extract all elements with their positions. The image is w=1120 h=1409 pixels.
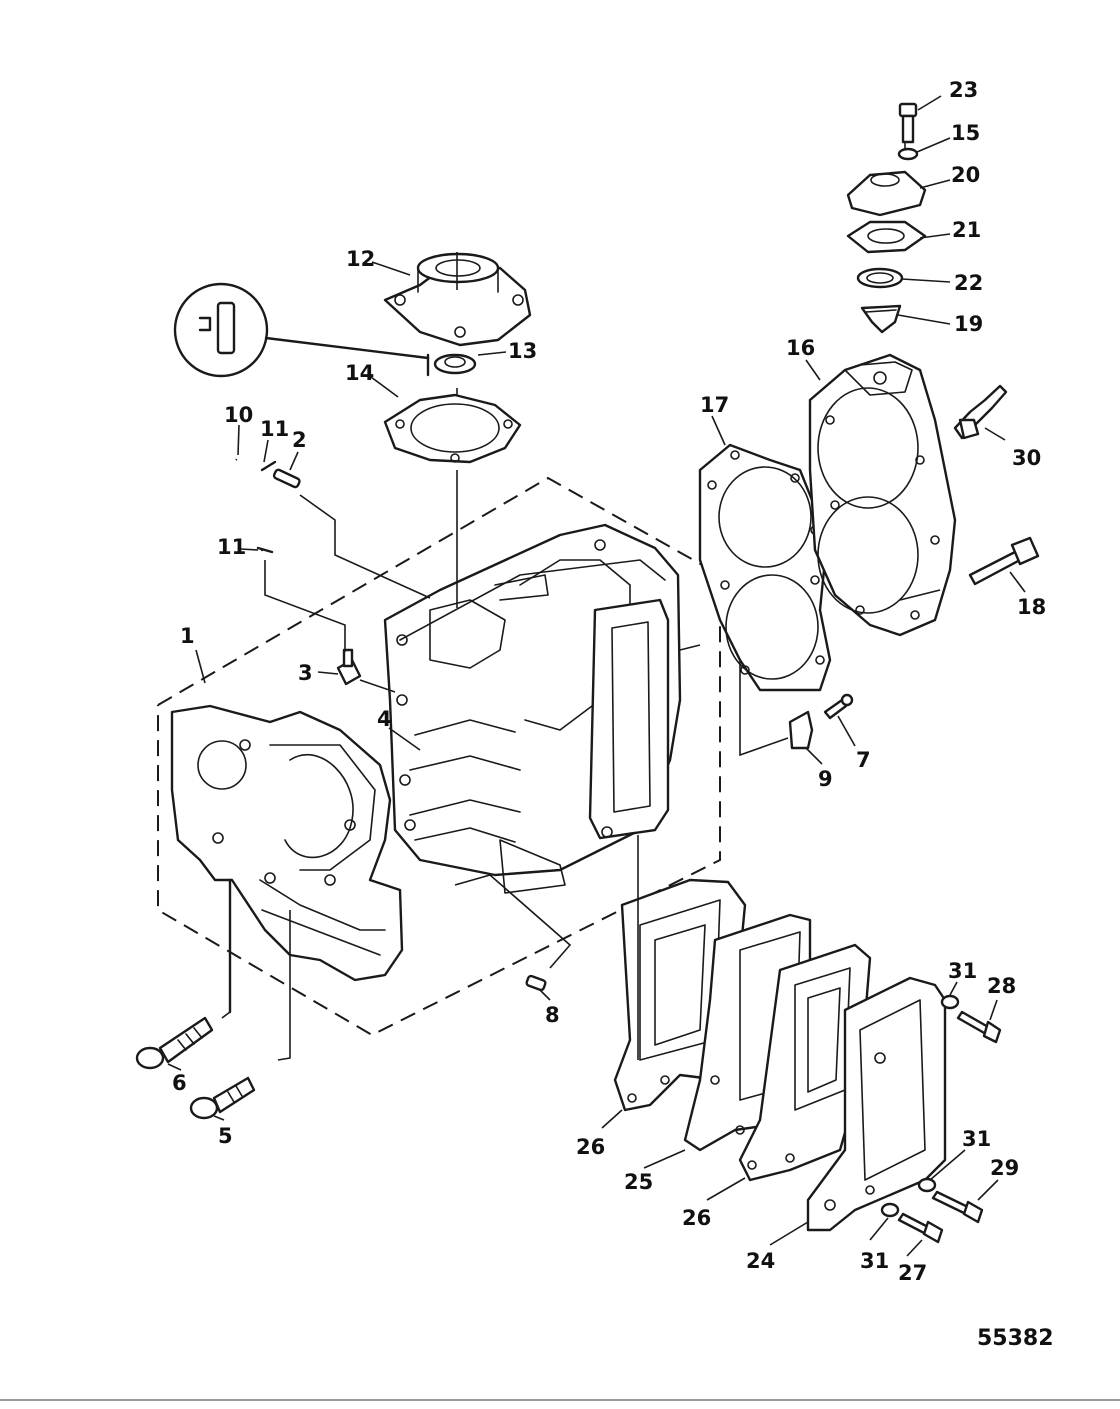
callout-leaders (167, 95, 1026, 1257)
callout-8: 8 (545, 1003, 560, 1027)
figure-number: 55382 (977, 1326, 1054, 1351)
part-23-bolt (898, 102, 918, 144)
bolt-leader-lines (221, 910, 291, 1061)
part-20-thermostat-cover (846, 170, 927, 217)
callout-2: 2 (292, 428, 307, 452)
callout-27: 27 (898, 1261, 927, 1285)
part-18-bolt (968, 536, 1040, 586)
part-31-washer-c (880, 1202, 900, 1218)
part-31-washer-b (917, 1177, 937, 1193)
callout-31-bottom: 31 (860, 1249, 889, 1273)
part-24-exhaust-cover (806, 976, 947, 1232)
callout-11-upper: 11 (260, 417, 289, 441)
part-6-bolt (135, 1016, 214, 1070)
part-13-seal (426, 353, 477, 377)
part-8-pin (525, 974, 547, 992)
callout-7: 7 (856, 748, 871, 772)
assembly-leader-lines (264, 143, 941, 1060)
callout-20: 20 (951, 163, 980, 187)
callout-31-middle: 31 (962, 1127, 991, 1151)
callout-24: 24 (746, 1249, 775, 1273)
callout-26-right: 26 (682, 1206, 711, 1230)
callout-28: 28 (987, 974, 1016, 998)
callout-17: 17 (700, 393, 729, 417)
part-26-gasket-lower (738, 943, 872, 1182)
callout-23: 23 (949, 78, 978, 102)
part-28-bolt (956, 1010, 1002, 1044)
callout-19: 19 (954, 312, 983, 336)
callout-16: 16 (786, 336, 815, 360)
part-5-bolt (189, 1076, 256, 1120)
part-17-head-gasket (698, 443, 832, 692)
part-15-washer (897, 147, 919, 161)
callout-5: 5 (218, 1124, 233, 1148)
part-19-thermostat (860, 304, 902, 334)
callout-30: 30 (1012, 446, 1041, 470)
detail-magnifier (173, 282, 430, 378)
callout-31-top: 31 (948, 959, 977, 983)
part-29-bolt (931, 1190, 984, 1224)
part-9-anode (788, 710, 814, 750)
callout-13: 13 (508, 339, 537, 363)
callout-1: 1 (180, 624, 195, 648)
callout-25: 25 (624, 1170, 653, 1194)
part-3-elbow (336, 648, 362, 686)
part-16-cylinder-head (808, 353, 957, 637)
part-12-cover (383, 252, 532, 347)
part-30-spark-plug (953, 384, 1008, 440)
part-14-gasket (383, 393, 522, 464)
crankcase-cover (170, 704, 404, 1014)
part-10-hose (228, 458, 277, 554)
callout-6: 6 (172, 1071, 187, 1095)
callout-26-left: 26 (576, 1135, 605, 1159)
callout-11-lower: 11 (217, 535, 246, 559)
block-assembly-outline (157, 476, 721, 1037)
callout-9: 9 (818, 767, 833, 791)
callout-15: 15 (951, 121, 980, 145)
callout-4: 4 (377, 707, 392, 731)
callout-12: 12 (346, 247, 375, 271)
callout-14: 14 (345, 361, 374, 385)
callout-18: 18 (1017, 595, 1046, 619)
cylinder-block (383, 523, 682, 894)
callout-21: 21 (952, 218, 981, 242)
part-22-seal-ring (856, 267, 904, 289)
part-27-bolt (897, 1212, 944, 1244)
part-2-fitting (272, 468, 301, 489)
callout-22: 22 (954, 271, 983, 295)
part-7-screw (823, 693, 854, 720)
part-31-washer-a (940, 994, 960, 1010)
callout-3: 3 (298, 661, 313, 685)
part-21-gasket (846, 220, 927, 254)
callout-labels: 1 2 3 4 5 6 7 8 9 10 11 11 12 13 14 15 1… (172, 78, 1054, 1351)
callout-29: 29 (990, 1156, 1019, 1180)
callout-10: 10 (224, 403, 253, 427)
